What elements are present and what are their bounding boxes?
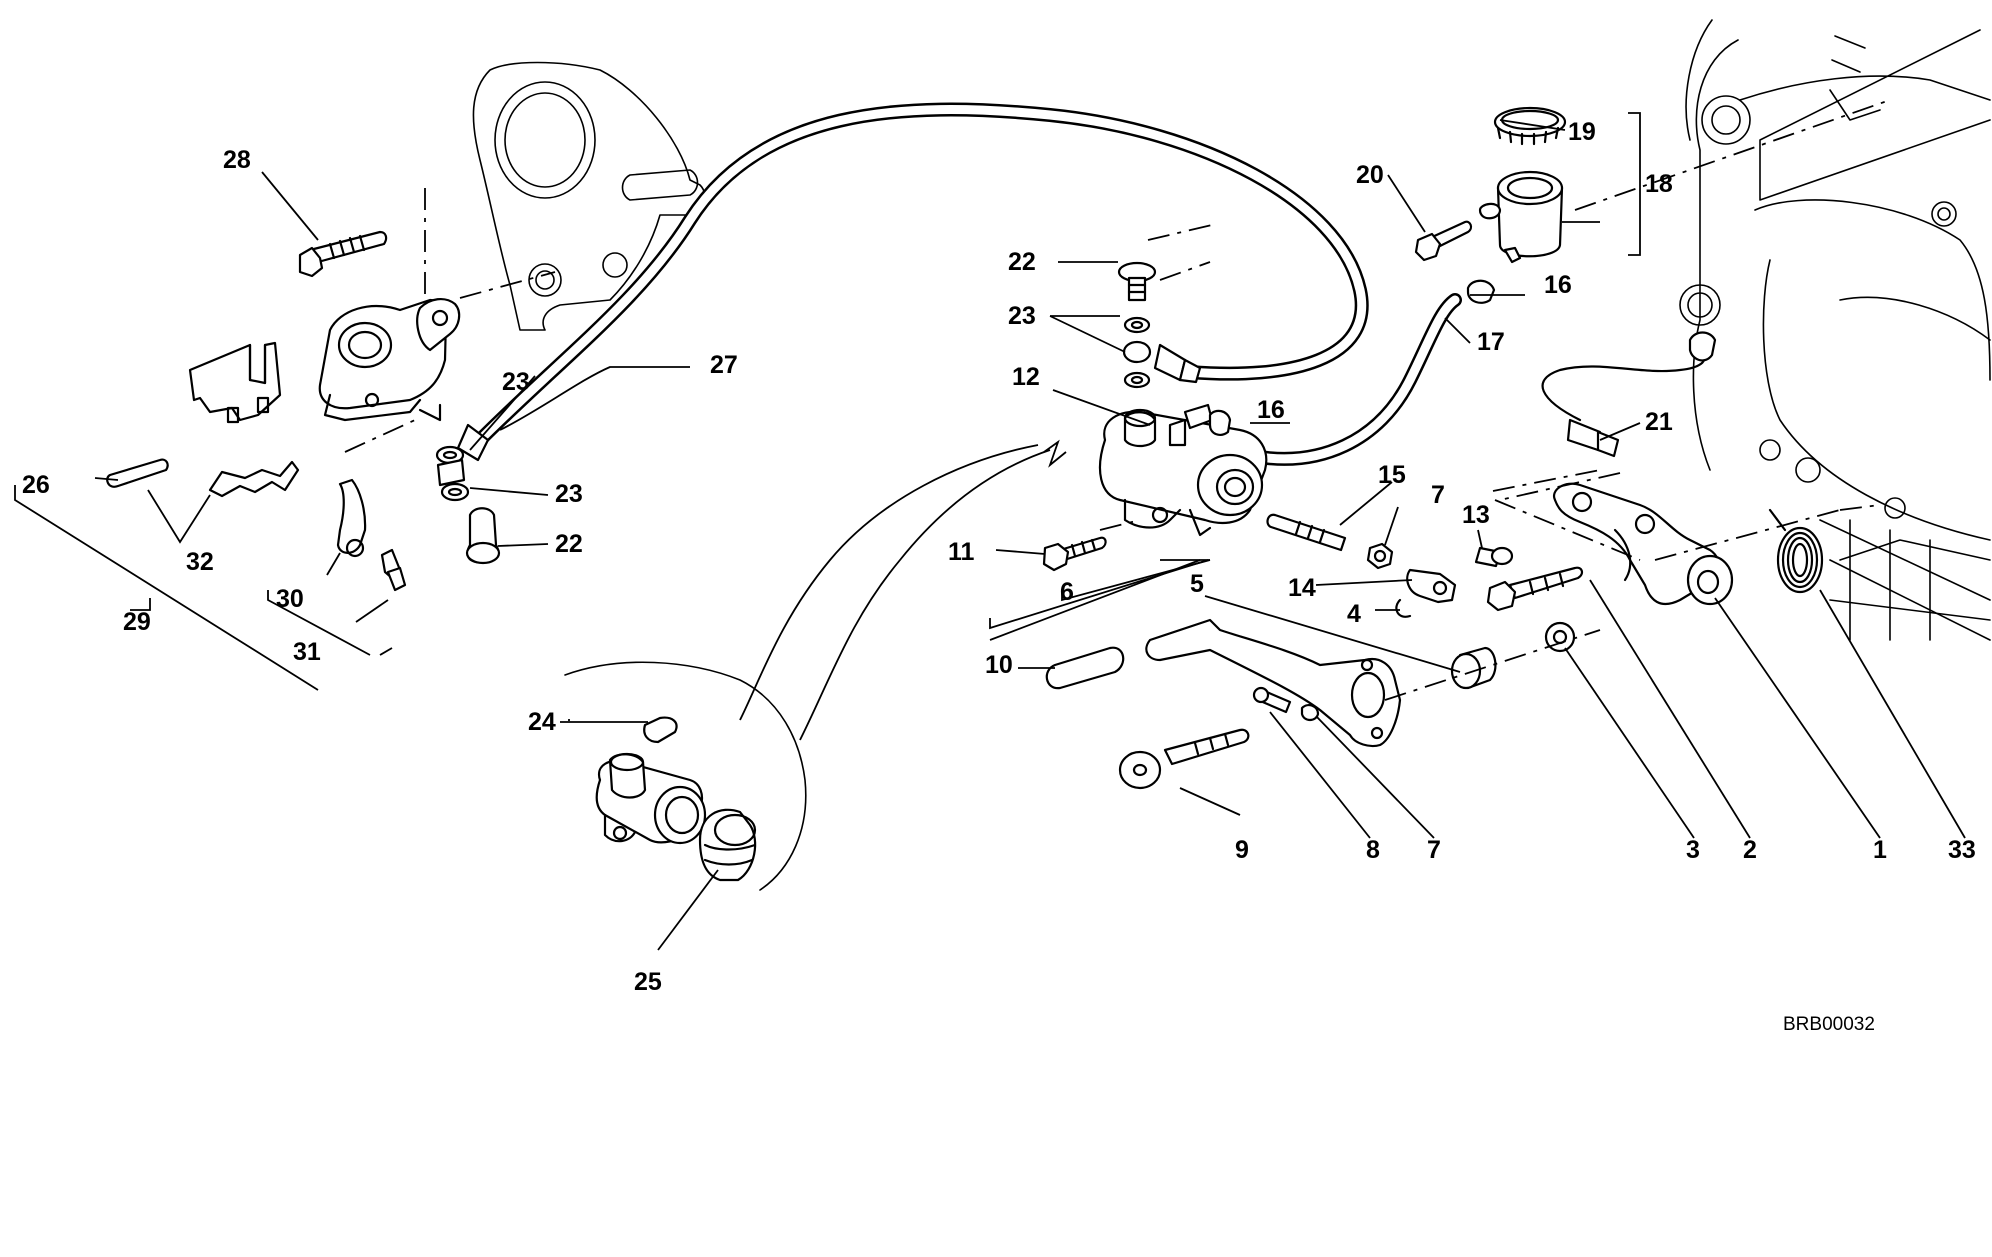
inset-detail-circle [564,661,807,891]
callout-labels: 28 27 23 23 22 26 32 30 29 31 24 25 22 2… [22,118,1976,1035]
callout-28: 28 [223,146,251,174]
callout-14: 14 [1288,574,1316,602]
callout-11: 11 [948,538,975,566]
callout-18: 18 [1645,170,1673,198]
callout-23: 23 [555,480,583,508]
clevis-pin [1474,546,1514,568]
bleed-screw [380,548,407,592]
callout-3: 3 [1686,836,1700,864]
callout-21: 21 [1645,408,1673,436]
callout-15: 15 [1378,461,1406,489]
callout-31: 31 [293,638,321,666]
callout-26: 26 [22,471,50,499]
brake-hose [473,102,1369,447]
pedal-stop-bolt [1118,728,1250,790]
caliper-banjo-fitting [435,423,501,565]
callout-29: 29 [123,608,151,636]
clevis-clip [1395,598,1412,618]
callout-16: 16 [1544,271,1572,299]
callout-2: 2 [1743,836,1757,864]
pedal-adjust-screw [1252,686,1320,722]
assembly-axis-lines [344,99,1891,701]
callout-33: 33 [1948,836,1976,864]
callout-leaders [14,112,1966,951]
pushrod [1266,513,1347,552]
callout-20: 20 [1356,161,1384,189]
reservoir-hose [1241,293,1462,466]
brake-pads [188,341,282,424]
master-banjo-fitting [1117,261,1202,389]
callout-22: 22 [1008,248,1036,276]
callout-7: 7 [1431,481,1445,509]
callout-1: 1 [1873,836,1887,864]
inset-master-cylinder [595,716,707,845]
master-mounting-bolt [1042,536,1107,572]
callout-25: 25 [634,968,662,996]
callout-24: 24 [528,708,556,736]
engine-casing-outline [1679,19,1991,641]
pedal-rubber-pad [1045,646,1125,690]
return-spring [1768,508,1824,594]
callout-9: 9 [1235,836,1249,864]
caliper-bolt [298,230,388,278]
callout-23: 23 [1008,302,1036,330]
brake-light-switch [1541,331,1717,458]
callout-16: 16 [1257,396,1285,424]
callout-4: 4 [1347,600,1361,628]
bleed-valve-cap [336,478,367,558]
callout-10: 10 [985,651,1013,679]
pedal-bushing [1450,646,1497,690]
callout-27: 27 [710,351,738,379]
hose-clip-upper [1466,279,1496,304]
callout-5: 5 [1190,570,1204,598]
clevis [1406,568,1457,604]
callout-8: 8 [1366,836,1380,864]
callout-6: 6 [1060,578,1074,606]
rear-caliper [318,298,461,422]
callout-32: 32 [186,548,214,576]
pad-pin [106,458,169,488]
pivot-bushing [1686,554,1734,606]
callout-30: 30 [276,585,304,613]
callout-7: 7 [1427,836,1441,864]
rear-master-cylinder [1098,403,1268,537]
fluid-reservoir [1414,106,1567,264]
reference-code: BRB00032 [1783,1014,1875,1035]
caliper-bracket-outline [472,61,706,331]
callout-13: 13 [1462,501,1490,529]
brake-pedal-lever [1145,618,1402,748]
pushrod-nut [1366,542,1394,570]
callout-23: 23 [502,368,530,396]
pivot-bolt [1486,566,1584,612]
hose-clip-lower [1208,409,1232,436]
callout-12: 12 [1012,363,1040,391]
pedal-washer [1544,621,1576,653]
callout-19: 19 [1568,118,1596,146]
callout-22: 22 [555,530,583,558]
callout-17: 17 [1477,328,1505,356]
pad-spring [208,460,300,498]
inset-dust-boot [698,808,757,882]
